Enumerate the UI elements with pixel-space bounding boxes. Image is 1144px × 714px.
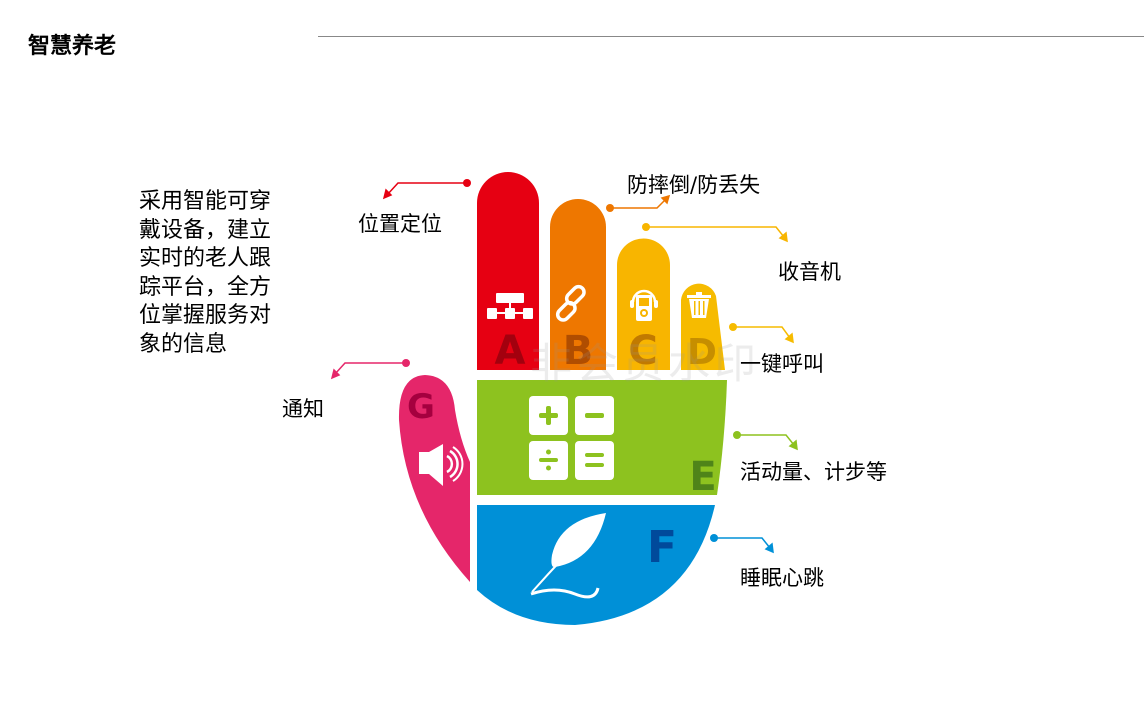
music-player-icon	[630, 289, 658, 321]
description-paragraph: 采用智能可穿 戴设备，建立 实时的老人跟 踪平台，全方 位掌握服务对 象的信息	[139, 188, 271, 359]
callout-f-connector	[710, 534, 774, 554]
callout-b-connector	[606, 194, 671, 212]
label-c: 收音机	[778, 260, 841, 284]
letter-g: G	[407, 387, 435, 427]
sitemap-icon	[487, 293, 533, 319]
description-line: 实时的老人跟	[139, 246, 272, 271]
callout-c-connector	[642, 223, 788, 243]
title-divider	[318, 36, 1144, 37]
label-e: 活动量、计步等	[740, 460, 887, 484]
label-a: 位置定位	[358, 212, 442, 236]
description-line: 象的信息	[139, 331, 228, 357]
palm-section-f	[477, 505, 715, 625]
description-line: 采用智能可穿	[139, 189, 272, 214]
label-d: 一键呼叫	[740, 352, 824, 376]
description-line: 戴设备，建立	[139, 217, 272, 243]
letter-c: C	[628, 328, 657, 374]
calculator-icon	[529, 396, 614, 480]
callout-d-connector	[729, 323, 794, 344]
letter-a: A	[495, 328, 526, 374]
finger-a	[477, 172, 539, 370]
description-line: 位掌握服务对	[139, 303, 272, 328]
page-title: 智慧养老	[28, 34, 117, 59]
letter-b: B	[563, 328, 594, 374]
feather-icon	[530, 513, 606, 599]
callout-a-connector	[382, 179, 471, 200]
watermark: 非会员水印	[530, 339, 761, 388]
callout-g-connector	[330, 359, 410, 380]
link-icon	[555, 284, 586, 322]
letter-f: F	[647, 522, 677, 573]
finger-b	[550, 199, 606, 370]
label-b: 防摔倒/防丢失	[627, 173, 761, 197]
callout-e-connector	[733, 431, 798, 451]
trash-icon	[687, 292, 711, 318]
letter-e: E	[689, 454, 716, 500]
label-g: 通知	[282, 397, 324, 421]
speaker-icon	[419, 444, 464, 486]
description-line: 踪平台，全方	[139, 274, 272, 300]
label-f: 睡眠心跳	[740, 566, 824, 590]
letter-d: D	[687, 332, 717, 373]
